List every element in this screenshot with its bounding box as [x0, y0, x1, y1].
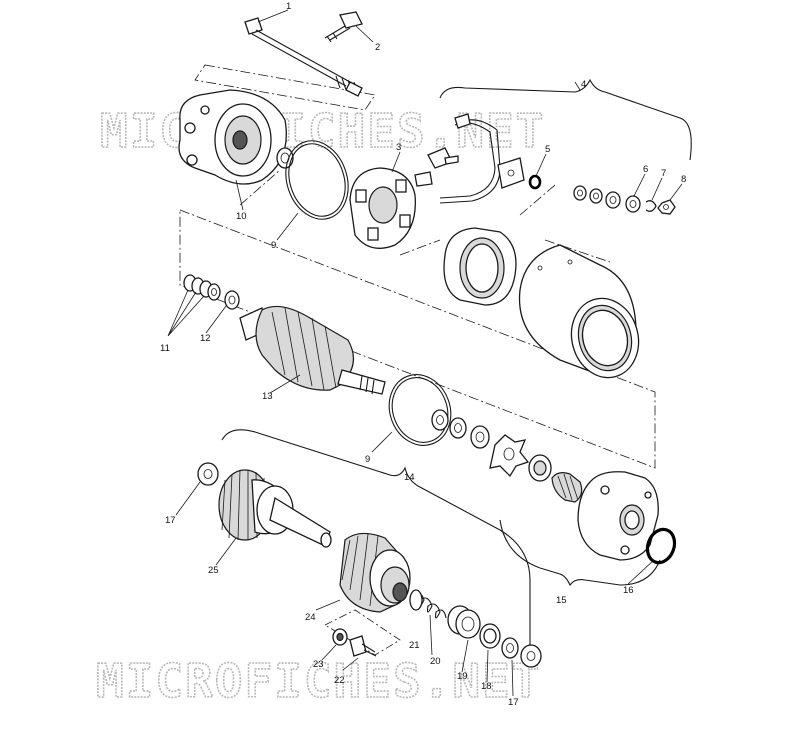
- callout-9-top: 9: [271, 240, 276, 251]
- part-2-screw: [324, 11, 363, 43]
- callout-9-middle: 9: [365, 454, 370, 465]
- callout-10: 10: [236, 211, 247, 222]
- callout-12: 12: [200, 333, 211, 344]
- part-4-brush-assembly: [414, 113, 525, 204]
- callout-15: 15: [556, 595, 567, 606]
- callout-22: 22: [334, 675, 345, 686]
- callout-23: 23: [313, 659, 324, 670]
- callout-24: 24: [305, 612, 316, 623]
- part-10-end-cover: [178, 89, 294, 185]
- middle-washers: [431, 409, 583, 503]
- callout-20: 20: [430, 656, 441, 667]
- callout-5: 5: [545, 144, 550, 155]
- part-3-brush-plate: [349, 167, 416, 249]
- callout-18: 18: [481, 681, 492, 692]
- part-25-gear-shaft: [218, 469, 332, 548]
- parts-22-23-pins: [332, 628, 377, 657]
- callout-25: 25: [208, 565, 219, 576]
- watermark-bottom: MICROFICHES.NET: [96, 654, 541, 708]
- callout-labels: 1 2 3 4 5 6 7 8 9 10 9 11 12 13 14 15 16…: [160, 1, 686, 708]
- callout-3: 3: [396, 142, 401, 153]
- part-12-washer: [224, 290, 240, 310]
- callout-7: 7: [661, 168, 666, 179]
- part-16-o-ring: [645, 527, 677, 565]
- callout-4: 4: [581, 79, 586, 90]
- brush-holder-ring: [443, 227, 517, 306]
- part-9-o-ring-middle: [388, 374, 452, 446]
- callout-17-upper: 17: [165, 515, 176, 526]
- callout-11: 11: [160, 343, 170, 354]
- watermark-top: MICROFICHES.NET: [100, 104, 545, 158]
- part-11-shims: [183, 274, 221, 301]
- part-13-armature: [239, 305, 386, 395]
- callout-14: 14: [404, 472, 415, 483]
- callout-1: 1: [286, 1, 291, 12]
- callout-17-lower: 17: [508, 697, 519, 708]
- callout-6: 6: [643, 164, 648, 175]
- leader-lines: [167, 9, 683, 697]
- yoke-housing: [518, 244, 640, 379]
- part-24-overrunning-clutch: [339, 532, 411, 613]
- part-5-small-oring: [528, 174, 542, 190]
- part-1-through-bolt: [244, 17, 363, 97]
- part-15-drive-housing: [577, 471, 659, 561]
- parts-17-19-bottom-washers: [479, 623, 542, 668]
- callout-21: 21: [409, 640, 420, 651]
- part-20-bushing: [447, 605, 481, 639]
- part-17-washer-upper: [197, 462, 219, 486]
- callout-13: 13: [262, 391, 273, 402]
- parts-6-8-washers-nut: [573, 185, 676, 215]
- callout-19: 19: [457, 671, 468, 682]
- part-21-spring: [409, 589, 447, 619]
- callout-8: 8: [681, 174, 686, 185]
- assembly-guide-lines: [179, 64, 692, 656]
- callout-2: 2: [375, 42, 380, 53]
- callout-16: 16: [623, 585, 634, 596]
- part-9-o-ring-top: [285, 140, 349, 220]
